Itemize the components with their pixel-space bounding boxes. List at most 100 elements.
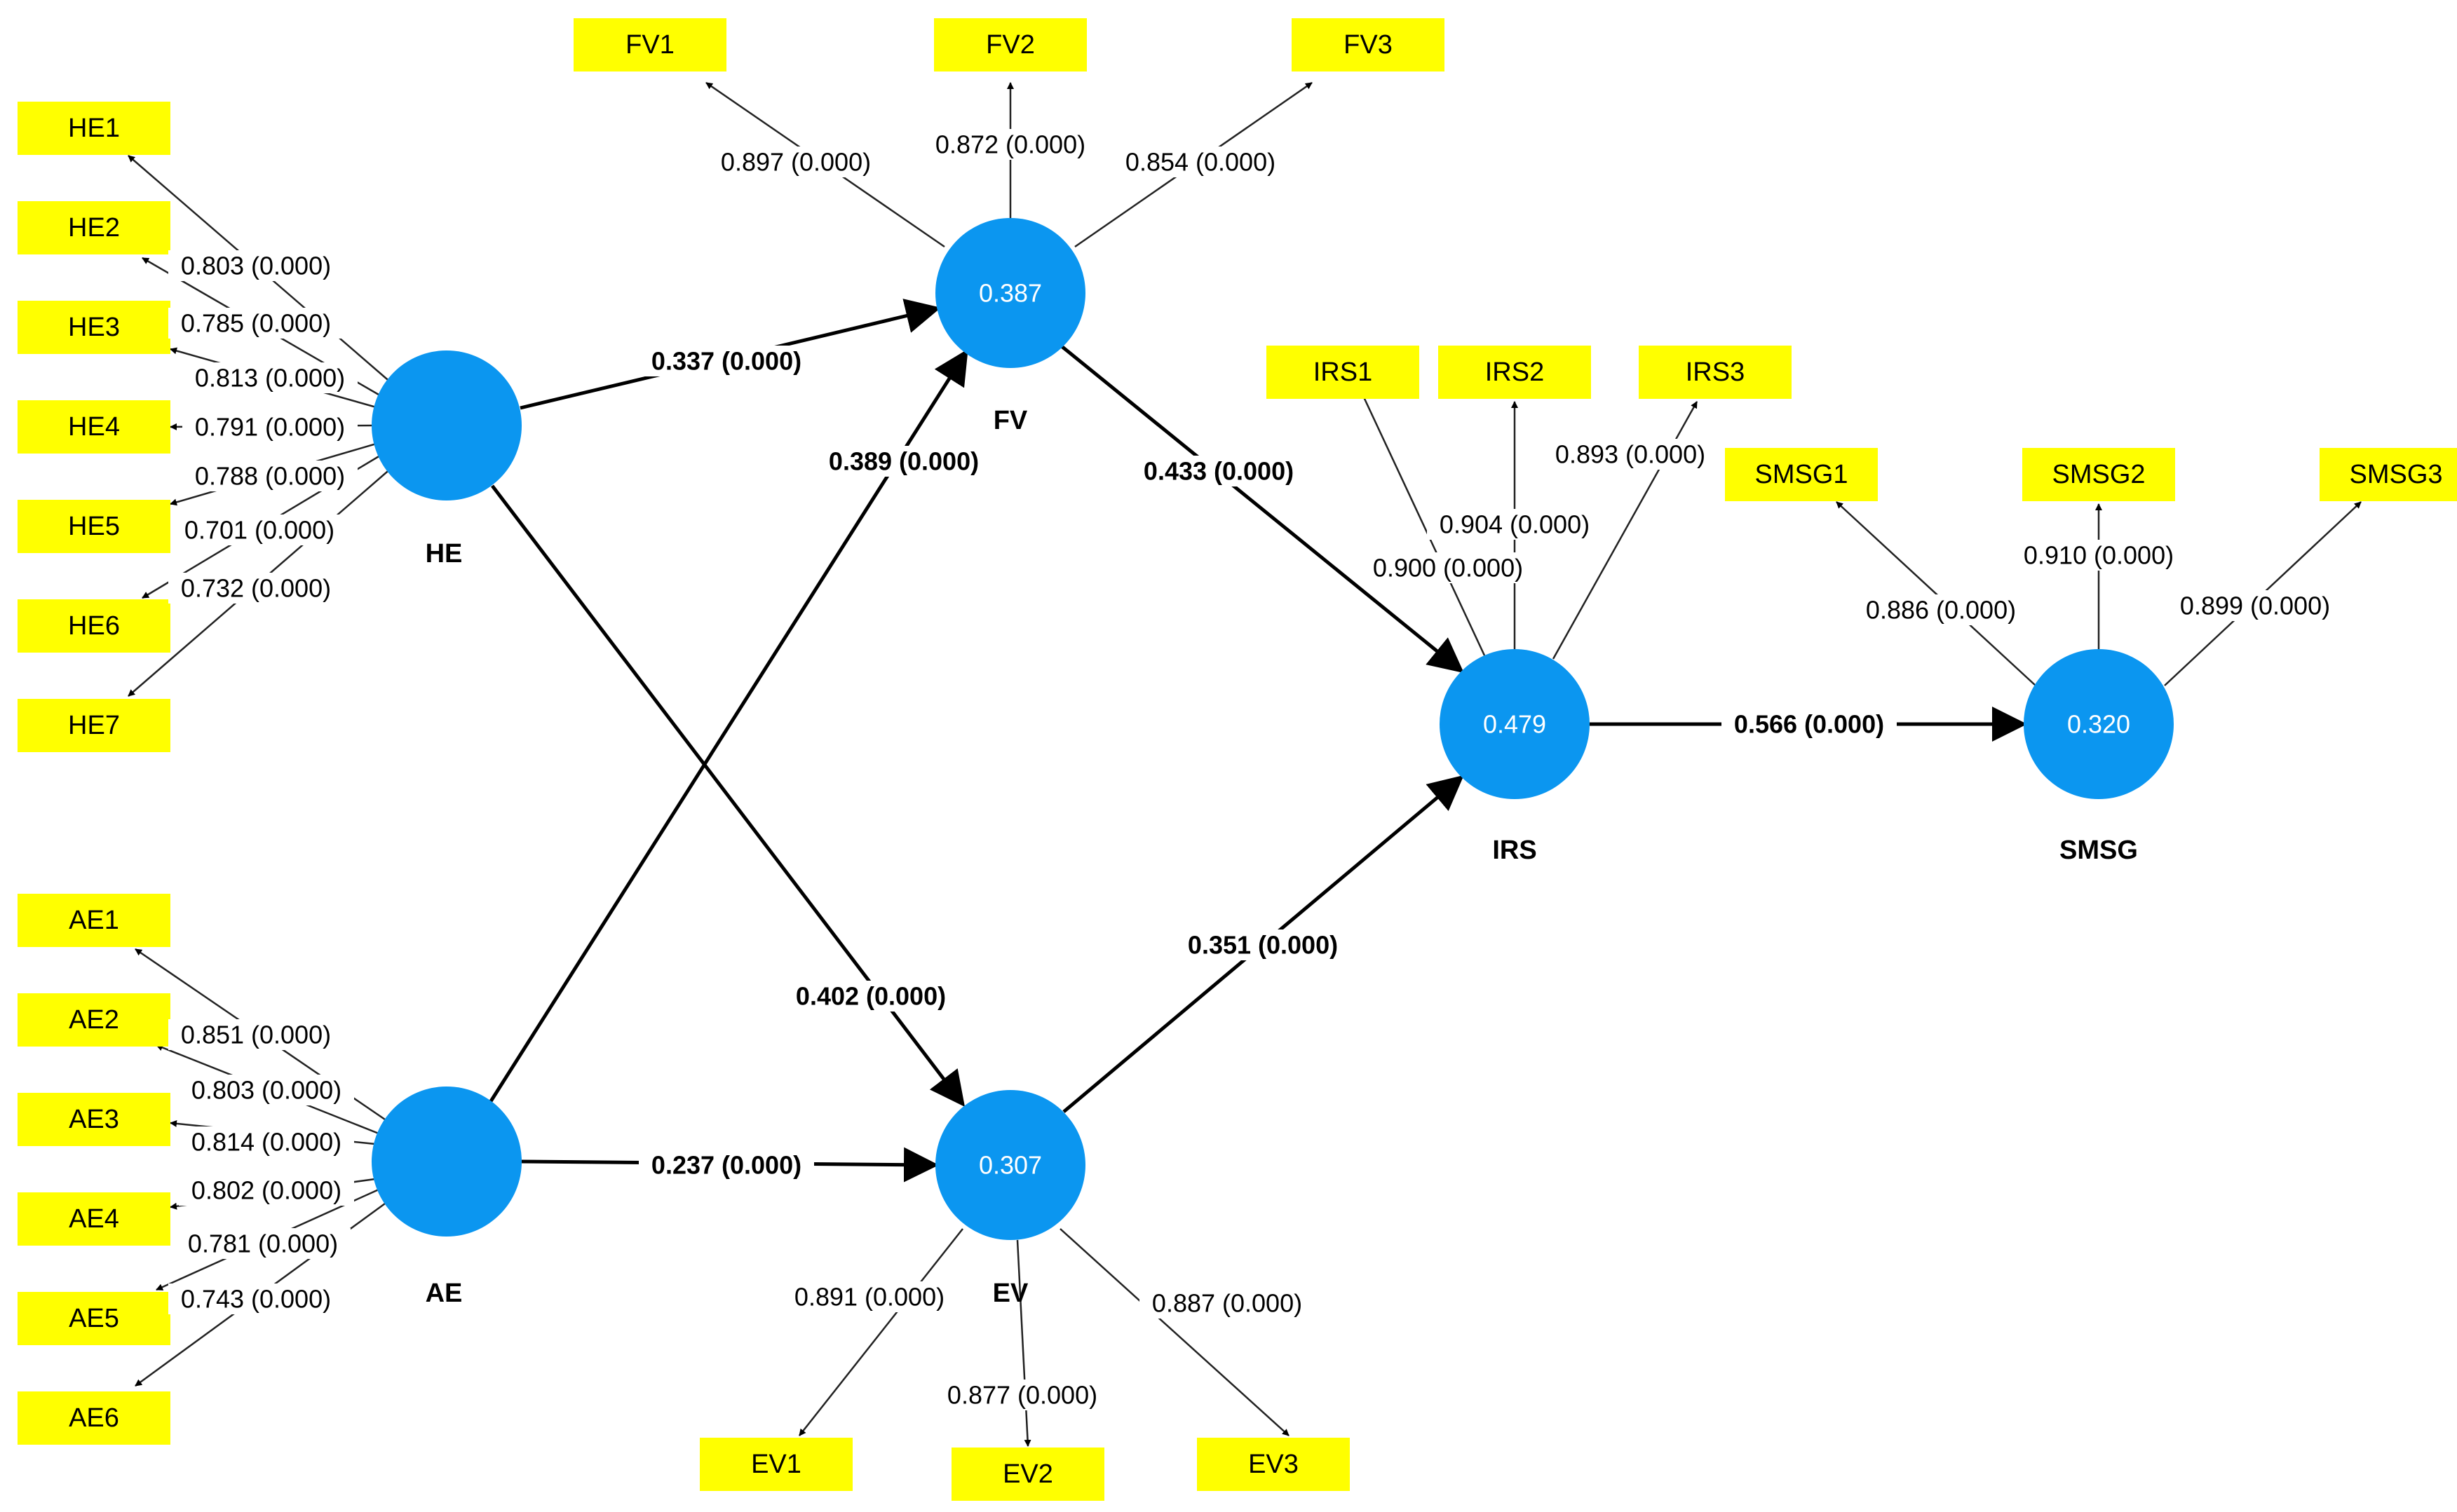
indicator-label-ae5: AE5 — [69, 1304, 119, 1333]
latent-node-he[interactable] — [372, 350, 522, 500]
indicator-label-ev3: EV3 — [1248, 1450, 1299, 1479]
path-label-bg — [1131, 456, 1306, 486]
loading-label-bg — [923, 129, 1098, 160]
latent-name-irs: IRS — [1492, 836, 1536, 865]
loading-value-fv3: 0.854 (0.000) — [1125, 148, 1275, 177]
indicator-box-irs2[interactable] — [1438, 346, 1591, 399]
indicator-box-fv3[interactable] — [1292, 18, 1444, 71]
path-label-bg — [639, 1150, 814, 1180]
latent-r2-irs: 0.479 — [1483, 710, 1546, 739]
indicator-box-irs1[interactable] — [1266, 346, 1419, 399]
loading-label-bg — [182, 411, 358, 442]
indicator-box-he4[interactable] — [18, 400, 170, 454]
loading-value-smsg2: 0.910 (0.000) — [2024, 541, 2174, 570]
indicator-box-he7[interactable] — [18, 699, 170, 752]
latent-node-fv[interactable] — [935, 218, 1085, 368]
indicator-box-he6[interactable] — [18, 599, 170, 653]
indicator-box-fv2[interactable] — [934, 18, 1087, 71]
latent-name-ev: EV — [993, 1279, 1029, 1308]
loading-value-ev2: 0.877 (0.000) — [947, 1381, 1097, 1410]
loading-label-bg — [172, 515, 347, 545]
loading-label-bg — [182, 362, 358, 393]
loading-value-ev3: 0.887 (0.000) — [1152, 1289, 1302, 1318]
indicator-box-smsg2[interactable] — [2022, 448, 2175, 501]
loading-value-irs2: 0.904 (0.000) — [1440, 510, 1590, 539]
indicator-box-he2[interactable] — [18, 201, 170, 254]
indicator-label-irs1: IRS1 — [1313, 357, 1372, 387]
loading-value-ae4: 0.802 (0.000) — [191, 1176, 341, 1205]
indicator-label-irs3: IRS3 — [1686, 357, 1745, 387]
indicator-label-ae2: AE2 — [69, 1005, 119, 1035]
latent-node-ev[interactable] — [935, 1090, 1085, 1240]
indicator-label-ae1: AE1 — [69, 906, 119, 935]
loading-label-bg — [708, 147, 884, 177]
loading-label-bg — [2011, 540, 2186, 571]
indicator-label-he1: HE1 — [68, 114, 120, 143]
latent-node-smsg[interactable] — [2024, 649, 2174, 799]
indicator-box-irs3[interactable] — [1639, 346, 1792, 399]
loading-value-he6: 0.701 (0.000) — [184, 516, 334, 545]
latent-node-ae[interactable] — [372, 1087, 522, 1237]
indicator-box-he3[interactable] — [18, 301, 170, 354]
indicator-box-ev2[interactable] — [952, 1448, 1104, 1501]
indicator-box-ae3[interactable] — [18, 1093, 170, 1146]
loading-label-bg — [179, 1126, 354, 1157]
loading-label-bg — [175, 1228, 351, 1259]
indicator-label-fv2: FV2 — [986, 30, 1035, 60]
loading-arrow-ev1 — [799, 1228, 963, 1436]
indicator-box-ae2[interactable] — [18, 993, 170, 1047]
loading-arrow-smsg1 — [1836, 501, 2036, 686]
latent-r2-smsg: 0.320 — [2067, 710, 2130, 739]
path-label-bg — [639, 346, 814, 376]
indicator-box-ae4[interactable] — [18, 1192, 170, 1246]
latent-r2-fv: 0.387 — [979, 279, 1042, 308]
indicator-box-ev3[interactable] — [1197, 1438, 1350, 1491]
indicator-label-smsg2: SMSG2 — [2052, 460, 2145, 489]
indicator-box-fv1[interactable] — [574, 18, 726, 71]
loading-value-he5: 0.788 (0.000) — [195, 462, 345, 491]
indicator-label-ev1: EV1 — [751, 1450, 801, 1479]
loading-value-ae2: 0.803 (0.000) — [191, 1076, 341, 1105]
indicator-label-he7: HE7 — [68, 711, 120, 740]
loading-value-smsg1: 0.886 (0.000) — [1866, 596, 2016, 625]
loading-label-bg — [168, 250, 344, 281]
loading-label-bg — [179, 1075, 354, 1105]
indicator-label-irs2: IRS2 — [1485, 357, 1544, 387]
latent-r2-ev: 0.307 — [979, 1151, 1042, 1180]
path-coefficient-ev-irs: 0.351 (0.000) — [1188, 931, 1338, 960]
indicator-box-he1[interactable] — [18, 102, 170, 155]
indicator-label-ae3: AE3 — [69, 1105, 119, 1134]
path-label-bg — [1175, 929, 1351, 960]
path-coefficient-ae-ev: 0.237 (0.000) — [651, 1151, 801, 1180]
latent-name-he: HE — [426, 539, 463, 568]
loading-value-smsg3: 0.899 (0.000) — [2180, 592, 2330, 620]
indicator-label-smsg1: SMSG1 — [1754, 460, 1848, 489]
loading-label-bg — [1113, 147, 1288, 177]
indicator-label-he6: HE6 — [68, 611, 120, 641]
indicator-label-ae6: AE6 — [69, 1403, 119, 1433]
indicator-box-smsg3[interactable] — [2320, 448, 2457, 501]
indicator-label-he5: HE5 — [68, 512, 120, 541]
latent-node-irs[interactable] — [1440, 649, 1590, 799]
indicator-box-smsg1[interactable] — [1725, 448, 1878, 501]
latent-name-smsg: SMSG — [2059, 836, 2138, 865]
indicator-box-ae5[interactable] — [18, 1292, 170, 1345]
loading-value-he3: 0.813 (0.000) — [195, 364, 345, 393]
indicator-box-ae6[interactable] — [18, 1391, 170, 1445]
indicator-box-ev1[interactable] — [700, 1438, 853, 1491]
loading-label-bg — [1360, 552, 1536, 583]
indicator-box-ae1[interactable] — [18, 894, 170, 947]
loading-value-he1: 0.803 (0.000) — [181, 252, 331, 280]
indicator-label-ev2: EV2 — [1003, 1459, 1053, 1489]
indicator-label-he4: HE4 — [68, 412, 120, 442]
indicator-box-he5[interactable] — [18, 500, 170, 553]
loading-arrow-ev2 — [1016, 1239, 1031, 1447]
indicator-label-he2: HE2 — [68, 213, 120, 243]
path-label-bg — [816, 446, 991, 477]
loading-value-fv1: 0.897 (0.000) — [721, 148, 871, 177]
loading-value-fv2: 0.872 (0.000) — [935, 130, 1085, 159]
loading-arrow-irs1 — [1359, 389, 1486, 656]
loading-value-ae6: 0.743 (0.000) — [181, 1285, 331, 1314]
path-coefficient-he-fv: 0.337 (0.000) — [651, 347, 801, 376]
